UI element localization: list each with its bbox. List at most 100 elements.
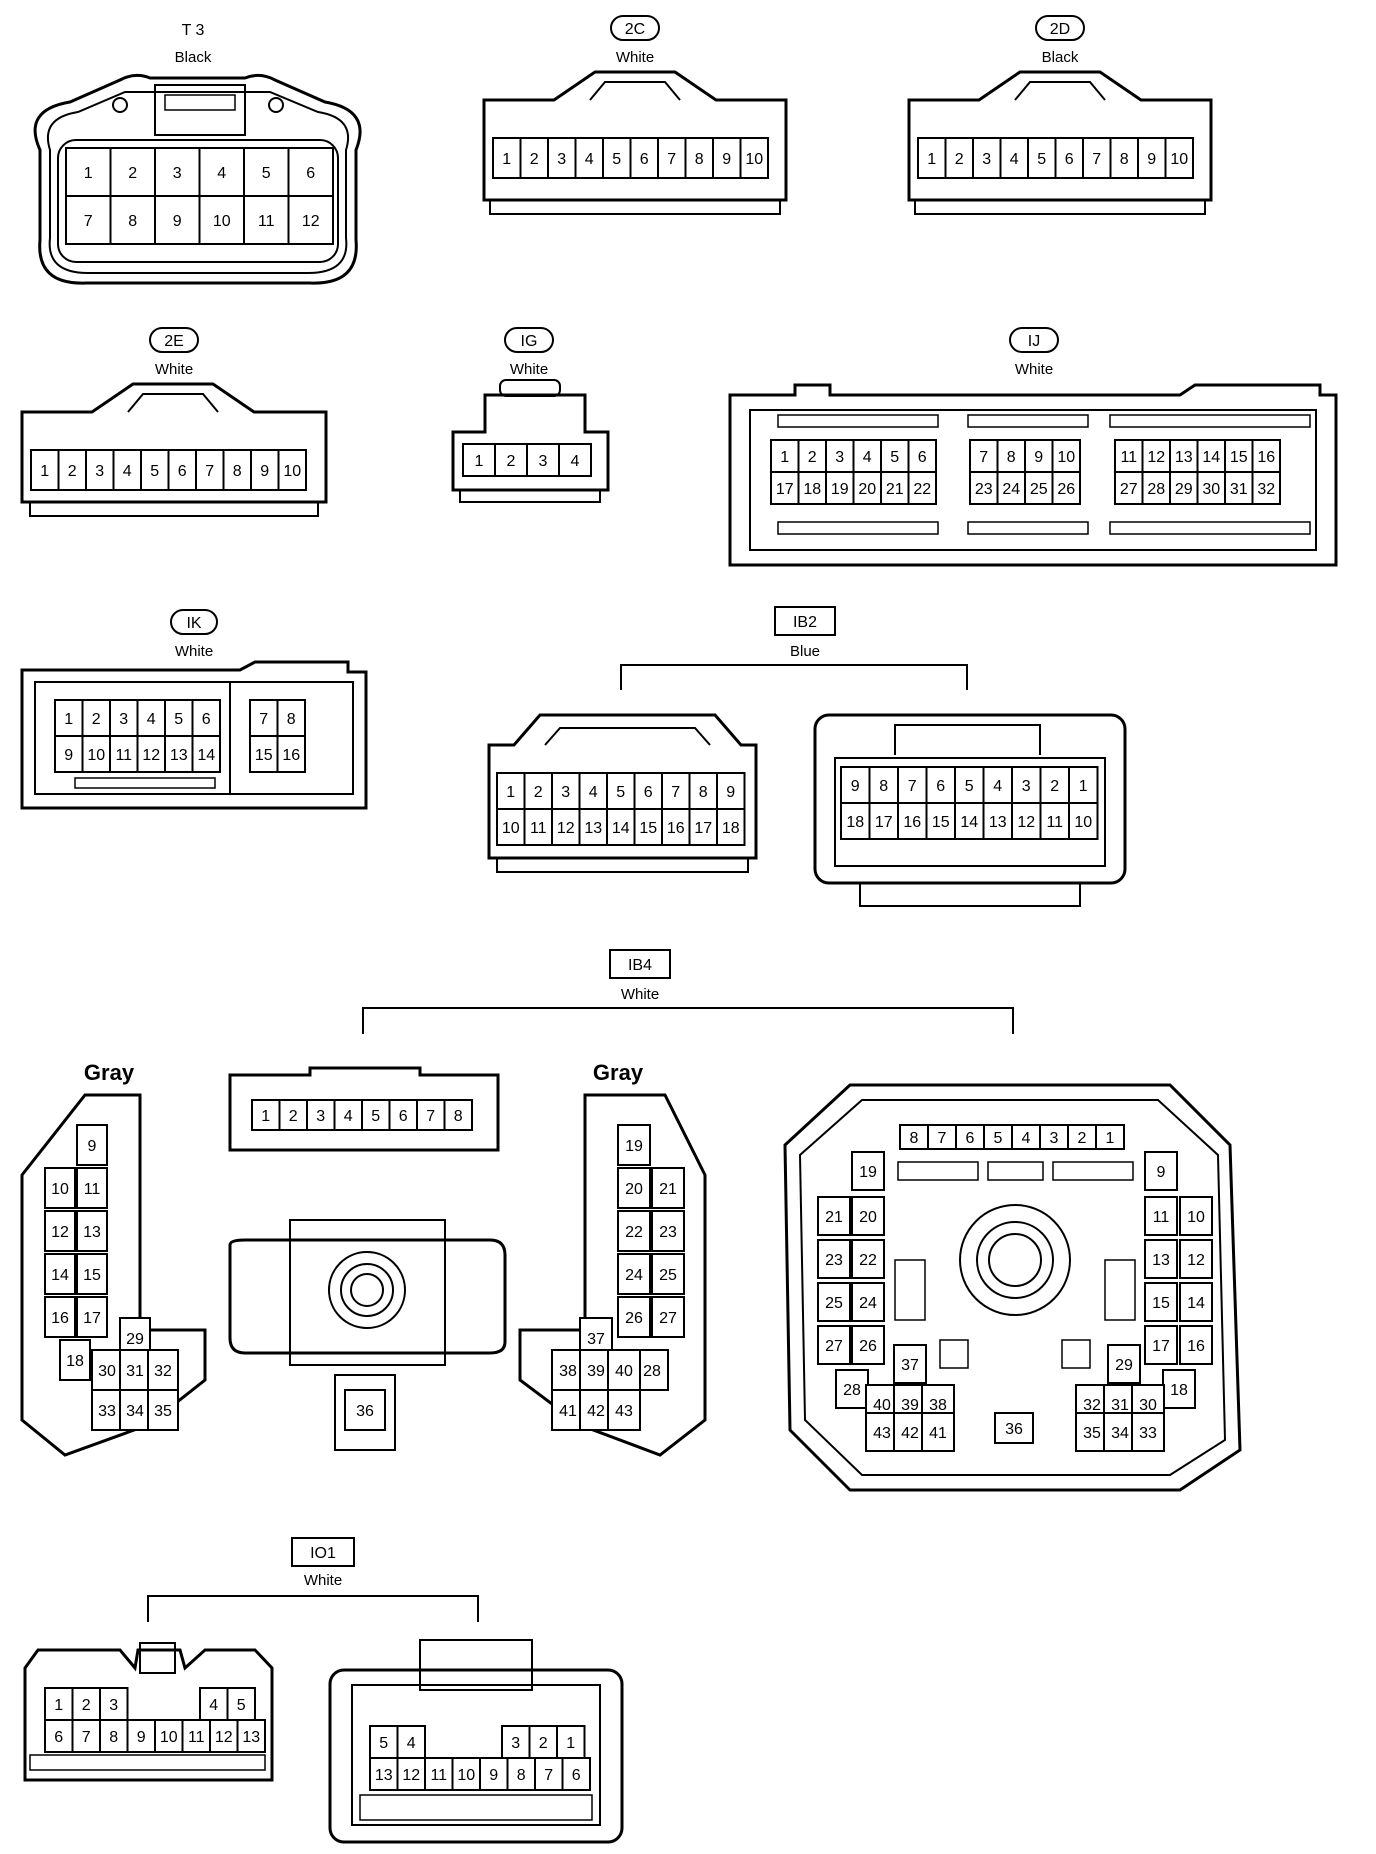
ij-pin-28: 28	[1141, 471, 1171, 505]
ib4-pin-label: 22	[859, 1252, 877, 1269]
ib2-pin-label: 16	[903, 814, 921, 831]
ij-pin-16: 16	[1251, 439, 1281, 473]
ib4-pin-22: 22	[617, 1210, 651, 1252]
2c-pin-label: 7	[667, 151, 676, 168]
io1-pin-12: 12	[209, 1719, 239, 1753]
ib4-pin-label: 41	[929, 1425, 947, 1442]
2c-color: White	[616, 49, 654, 66]
ib2-pin-17: 17	[688, 808, 718, 846]
ib2-pin-label: 12	[1017, 814, 1035, 831]
t3-pin-label: 8	[128, 213, 137, 230]
2e-pin-label: 6	[178, 463, 187, 480]
ib2-pin-label: 15	[932, 814, 950, 831]
ij-pin-label: 20	[858, 481, 876, 498]
2d-pin-label: 2	[955, 151, 964, 168]
2e-pin-6: 6	[167, 449, 197, 491]
ij-pin-label: 16	[1257, 449, 1275, 466]
io1-pin-5: 5	[226, 1687, 256, 1721]
ib4-pin-label: 35	[1083, 1425, 1101, 1442]
io1-pin-label: 7	[544, 1767, 553, 1784]
ib4-pin-label: 10	[51, 1181, 69, 1198]
ib4-pin-label: 29	[126, 1331, 144, 1348]
ib4-pin-23: 23	[651, 1210, 685, 1252]
io1-pin-label: 13	[375, 1767, 393, 1784]
ik-pin-8: 8	[276, 699, 306, 737]
ib2-pin-label: 7	[671, 784, 680, 801]
ik-pin-7: 7	[249, 699, 279, 737]
io1-pin-label: 5	[379, 1735, 388, 1752]
ib2-pin-label: 18	[846, 814, 864, 831]
ik-pin-label: 4	[147, 711, 156, 728]
ik-pin-16: 16	[276, 735, 306, 773]
ib2-pin-label: 5	[965, 778, 974, 795]
2c-pin-6: 6	[629, 137, 659, 179]
ib2-pin-8: 8	[688, 772, 718, 810]
io1-pin-label: 11	[430, 1767, 447, 1784]
ib4-left-side-color: Gray	[84, 1060, 135, 1085]
ib4-pin-27: 27	[651, 1296, 685, 1338]
ib2-pin-1: 1	[496, 772, 526, 810]
ib4-pin-label: 20	[625, 1181, 643, 1198]
ib2-pin-6: 6	[925, 766, 956, 804]
ib4-pin-13: 13	[76, 1210, 108, 1252]
ib4-pin-label: 12	[51, 1224, 69, 1241]
ib2-pin-15: 15	[633, 808, 663, 846]
t3-pin-label: 1	[84, 165, 93, 182]
2c-pin-9: 9	[712, 137, 742, 179]
ib4-pin-33: 33	[91, 1389, 123, 1431]
ik-pin-15: 15	[249, 735, 279, 773]
2e-pin-3: 3	[85, 449, 115, 491]
ib4-pin-20: 20	[851, 1196, 885, 1236]
ib4-color: White	[621, 986, 659, 1003]
ib2-pin-18: 18	[716, 808, 746, 846]
ij-pin-8: 8	[996, 439, 1026, 473]
ij-pin-label: 3	[835, 449, 844, 466]
io1-pin-label: 1	[54, 1697, 63, 1714]
ib2-pin-8: 8	[868, 766, 899, 804]
ij-pin-13: 13	[1169, 439, 1199, 473]
ib4-pin-label: 24	[859, 1295, 877, 1312]
ij-pin-label: 21	[886, 481, 904, 498]
ib4-pin-5: 5	[983, 1124, 1013, 1150]
io1-pin-3: 3	[501, 1725, 531, 1759]
ik-pin-label: 7	[259, 711, 268, 728]
ij-pin-label: 8	[1007, 449, 1016, 466]
ib4-pin-28: 28	[835, 1369, 869, 1409]
2c-pin-label: 5	[612, 151, 621, 168]
ig-pin-label: 1	[475, 453, 484, 470]
io1-pin-2: 2	[528, 1725, 558, 1759]
ij-pin-4: 4	[852, 439, 882, 473]
ij-pin-label: 6	[918, 449, 927, 466]
ik-pin-5: 5	[164, 699, 194, 737]
io1-pin-12: 12	[396, 1757, 426, 1791]
ib4-pin-41: 41	[921, 1412, 955, 1452]
ik-pin-9: 9	[54, 735, 84, 773]
ij-pin-label: 11	[1120, 449, 1137, 466]
ij-pin-label: 9	[1034, 449, 1043, 466]
ib4-pin-17: 17	[76, 1296, 108, 1338]
ib2-pin-label: 8	[879, 778, 888, 795]
ib2-pin-label: 18	[722, 820, 740, 837]
2e-color: White	[155, 361, 193, 378]
ib4-pin-label: 14	[1187, 1295, 1205, 1312]
ik-pin-1: 1	[54, 699, 84, 737]
ij-pin-22: 22	[907, 471, 937, 505]
ib4-pin-10: 10	[44, 1167, 76, 1209]
ik-pin-label: 12	[142, 747, 160, 764]
ik-pin-13: 13	[164, 735, 194, 773]
ib2-pin-label: 4	[993, 778, 1002, 795]
t3-pin-9: 9	[154, 195, 201, 245]
io1-pin-11: 11	[181, 1719, 211, 1753]
ib4-pin-label: 42	[901, 1425, 919, 1442]
ib4-pin-41: 41	[551, 1389, 585, 1431]
ib2-pin-label: 2	[534, 784, 543, 801]
ib2-pin-label: 9	[851, 778, 860, 795]
ik-pin-11: 11	[109, 735, 139, 773]
ik-pin-label: 1	[64, 711, 73, 728]
ib4-pin-label: 24	[625, 1267, 643, 1284]
io1-pin-label: 1	[566, 1735, 575, 1752]
ib4-pin-24: 24	[617, 1253, 651, 1295]
